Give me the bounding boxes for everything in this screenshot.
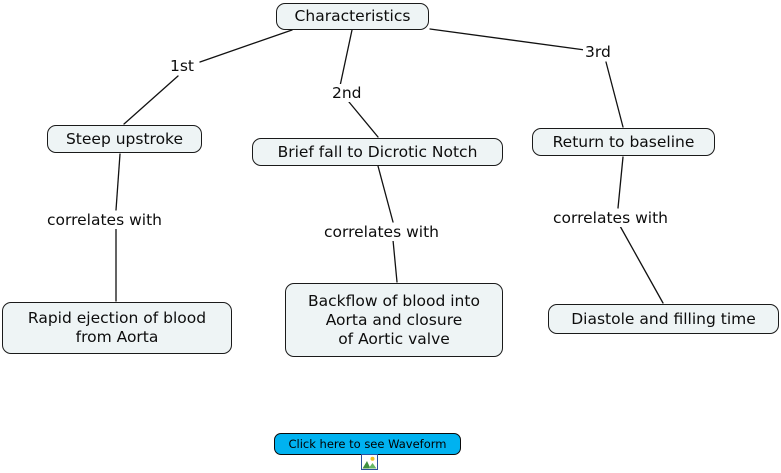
image-icon[interactable] <box>361 454 378 470</box>
node-brief-fall-to-dicrotic-notch[interactable]: Brief fall to Dicrotic Notch <box>252 138 503 166</box>
node-steep-upstroke[interactable]: Steep upstroke <box>47 125 202 153</box>
edge-root-brief-upper <box>339 29 353 87</box>
node-return-to-baseline[interactable]: Return to baseline <box>532 128 715 156</box>
edge-label-1st: 1st <box>168 57 197 75</box>
node-backflow-of-blood[interactable]: Backflow of blood into Aorta and closure… <box>285 283 503 357</box>
node-characteristics[interactable]: Characteristics <box>276 3 429 30</box>
edge-label-2nd: 2nd <box>330 84 364 102</box>
node-diastole-and-filling-time[interactable]: Diastole and filling time <box>548 304 779 334</box>
edge-root-steep-lower <box>123 75 179 125</box>
edge-label-3rd: 3rd <box>583 43 613 61</box>
edge-label-correlates-with-middle: correlates with <box>322 223 441 241</box>
edge-steep-rapid-upper <box>115 153 121 211</box>
edge-label-correlates-with-left: correlates with <box>45 211 164 229</box>
edge-root-return-lower <box>605 61 624 128</box>
edge-brief-backflow-upper <box>377 165 394 223</box>
edge-label-correlates-with-right: correlates with <box>551 209 670 227</box>
edge-brief-backflow-lower <box>392 239 398 283</box>
edge-root-steep-upper <box>199 29 293 63</box>
click-here-to-see-waveform-button[interactable]: Click here to see Waveform <box>274 433 461 455</box>
node-rapid-ejection-of-blood[interactable]: Rapid ejection of blood from Aorta <box>2 302 232 354</box>
edge-root-brief-lower <box>348 101 379 138</box>
edge-root-return-upper <box>429 28 586 51</box>
edge-return-diastole-upper <box>617 156 624 209</box>
edge-return-diastole-lower <box>619 225 664 304</box>
